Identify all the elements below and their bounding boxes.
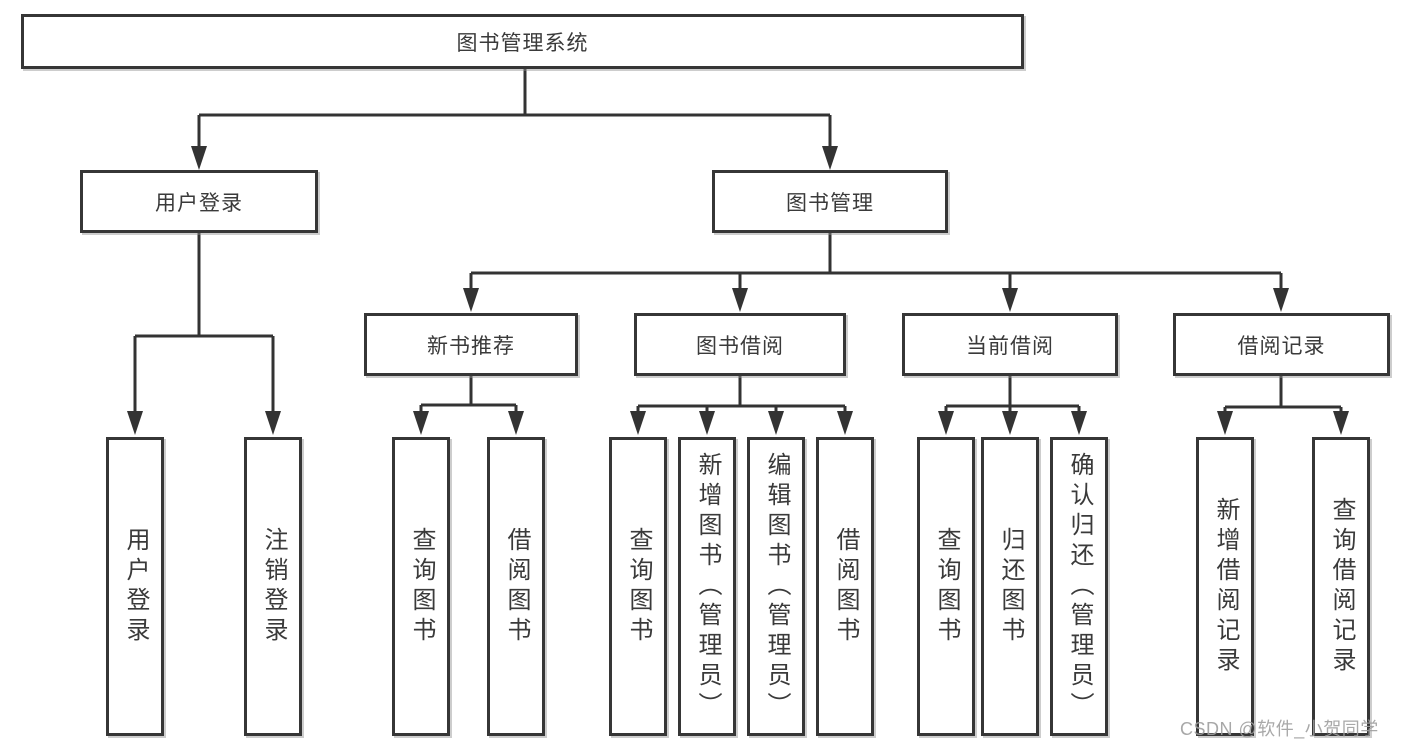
leaf-borrow-books-newbook-label: 借阅图书	[503, 526, 530, 647]
leaf-query-borrow-record-label: 查询借阅记录	[1328, 496, 1355, 677]
connector-newbook-to-leaves	[419, 376, 518, 414]
leaf-query-books-current: 查询图书	[917, 437, 975, 736]
leaf-borrow-books-borrowing: 借阅图书	[816, 437, 874, 736]
node-library-management-system: 图书管理系统	[21, 14, 1024, 69]
node-new-book-recommendation: 新书推荐	[364, 313, 578, 376]
connector-records-to-leaves	[1223, 376, 1343, 414]
leaf-add-book-admin: 新增图书（管理员）	[678, 437, 736, 736]
arrowheads	[127, 146, 1349, 435]
leaf-confirm-return-admin-label: 确认归还（管理员）	[1066, 451, 1093, 722]
leaf-query-books-newbook-label: 查询图书	[408, 526, 435, 647]
leaf-return-books: 归还图书	[981, 437, 1039, 736]
leaf-borrow-books-newbook: 借阅图书	[487, 437, 545, 736]
leaf-edit-book-admin-label: 编辑图书（管理员）	[763, 451, 790, 722]
leaf-query-books-borrowing-label: 查询图书	[625, 526, 652, 647]
leaf-user-login-label: 用户登录	[122, 526, 149, 647]
leaf-query-borrow-record: 查询借阅记录	[1312, 437, 1370, 736]
leaf-confirm-return-admin: 确认归还（管理员）	[1050, 437, 1108, 736]
leaf-return-books-label: 归还图书	[997, 526, 1024, 647]
connector-root-to-level2	[197, 69, 832, 150]
leaf-borrow-books-borrowing-label: 借阅图书	[832, 526, 859, 647]
leaf-user-login: 用户登录	[106, 437, 164, 736]
leaf-logout-label: 注销登录	[260, 526, 287, 647]
node-user-login: 用户登录	[80, 170, 318, 233]
csdn-watermark: CSDN @软件_小贺同学	[1180, 719, 1379, 739]
leaf-query-books-current-label: 查询图书	[933, 526, 960, 647]
connector-bookmgmt-to-level3	[469, 233, 1283, 291]
leaf-query-books-borrowing: 查询图书	[609, 437, 667, 736]
node-book-borrowing: 图书借阅	[634, 313, 846, 376]
connector-curborrow-to-leaves	[944, 376, 1081, 414]
node-book-management: 图书管理	[712, 170, 948, 233]
leaf-add-borrow-record: 新增借阅记录	[1196, 437, 1254, 736]
leaf-add-book-admin-label: 新增图书（管理员）	[694, 451, 721, 722]
connector-bookborrow-to-leaves	[636, 376, 847, 414]
node-borrowing-records: 借阅记录	[1173, 313, 1390, 376]
leaf-add-borrow-record-label: 新增借阅记录	[1212, 496, 1239, 677]
node-current-borrowing: 当前借阅	[902, 313, 1118, 376]
leaf-query-books-newbook: 查询图书	[392, 437, 450, 736]
connector-userlogin-to-leaves	[133, 233, 275, 414]
leaf-logout: 注销登录	[244, 437, 302, 736]
leaf-edit-book-admin: 编辑图书（管理员）	[747, 437, 805, 736]
